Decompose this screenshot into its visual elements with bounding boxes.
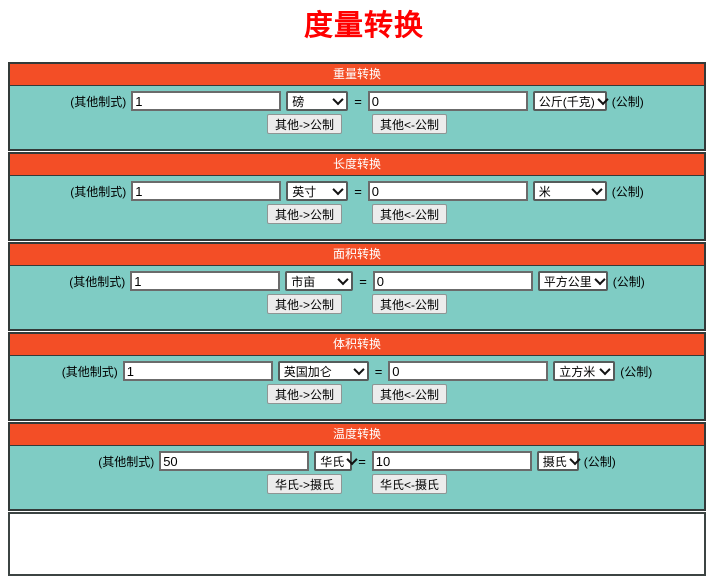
temperature-other-value-input[interactable] xyxy=(159,451,310,471)
section-temperature: 温度转换 (其他制式) 华氏 = 摄氏 (公制) 华氏->摄氏 华氏<-摄氏 xyxy=(8,422,706,511)
fahrenheit-to-celsius-button[interactable]: 华氏->摄氏 xyxy=(266,474,342,494)
area-other-system-label: (其他制式) xyxy=(69,274,126,289)
weight-metric-label: (公制) xyxy=(611,94,644,109)
area-other-value-input[interactable] xyxy=(130,271,281,291)
temperature-metric-value-input[interactable] xyxy=(371,451,532,471)
section-area: 面积转换 (其他制式) 市亩 = 平方公里 (公制) 其他->公制 其他<- xyxy=(8,242,706,331)
length-metric-unit-select[interactable]: 米 xyxy=(532,181,607,201)
fahrenheit-from-celsius-button[interactable]: 华氏<-摄氏 xyxy=(372,474,448,494)
temperature-other-unit-select[interactable]: 华氏 xyxy=(314,451,358,471)
volume-from-metric-button[interactable]: 其他<-公制 xyxy=(372,384,448,404)
chevron-down-icon xyxy=(337,273,349,286)
temperature-metric-label: (公制) xyxy=(583,454,616,469)
section-weight-body: (其他制式) 磅 = 公斤(千克) (公制) 其他->公制 其他<-公制 xyxy=(10,86,704,149)
section-volume-header: 体积转换 xyxy=(10,334,704,356)
volume-other-unit-value: 英国加仑 xyxy=(283,364,332,379)
weight-other-value-input[interactable] xyxy=(131,91,282,111)
area-metric-unit-select[interactable]: 平方公里 xyxy=(537,271,608,291)
temperature-other-system-label: (其他制式) xyxy=(98,454,155,469)
area-metric-value-input[interactable] xyxy=(372,271,533,291)
chevron-down-icon xyxy=(597,93,609,106)
length-other-unit-select[interactable]: 英寸 xyxy=(286,181,349,201)
converter-list: 重量转换 (其他制式) 磅 = 公斤(千克) (公制) 其他->公制 其他< xyxy=(0,62,728,576)
weight-other-unit-value: 磅 xyxy=(292,94,305,109)
chevron-down-icon xyxy=(346,453,358,466)
section-area-header: 面积转换 xyxy=(10,244,704,266)
area-metric-label: (公制) xyxy=(612,274,645,289)
chevron-down-icon xyxy=(332,183,344,196)
section-volume-body: (其他制式) 英国加仑 = 立方米 (公制) 其他->公制 其他<-公制 xyxy=(10,356,704,419)
title-bar: 度量转换 xyxy=(0,0,728,62)
chevron-down-icon xyxy=(594,273,606,286)
section-temperature-body: (其他制式) 华氏 = 摄氏 (公制) 华氏->摄氏 华氏<-摄氏 xyxy=(10,446,704,509)
length-other-system-label: (其他制式) xyxy=(70,184,127,199)
area-from-metric-button[interactable]: 其他<-公制 xyxy=(372,294,448,314)
length-other-unit-value: 英寸 xyxy=(292,184,317,199)
length-metric-unit-value: 米 xyxy=(538,184,551,199)
temperature-other-unit-value: 华氏 xyxy=(320,454,345,469)
volume-metric-value-input[interactable] xyxy=(388,361,549,381)
length-metric-label: (公制) xyxy=(611,184,644,199)
weight-metric-unit-select[interactable]: 公斤(千克) xyxy=(532,91,609,111)
empty-panel xyxy=(8,512,706,576)
temperature-metric-unit-value: 摄氏 xyxy=(542,454,567,469)
weight-metric-unit-value: 公斤(千克) xyxy=(538,94,595,109)
volume-other-unit-select[interactable]: 英国加仑 xyxy=(277,361,369,381)
section-length-header: 长度转换 xyxy=(10,154,704,176)
equals-sign: = xyxy=(354,183,362,199)
chevron-down-icon xyxy=(569,453,581,466)
length-to-metric-button[interactable]: 其他->公制 xyxy=(266,204,342,224)
length-metric-value-input[interactable] xyxy=(367,181,528,201)
equals-sign: = xyxy=(359,273,367,289)
chevron-down-icon xyxy=(353,363,365,376)
section-volume: 体积转换 (其他制式) 英国加仑 = 立方米 (公制) 其他->公制 其他< xyxy=(8,332,706,421)
length-other-value-input[interactable] xyxy=(131,181,282,201)
chevron-down-icon xyxy=(332,93,344,106)
volume-metric-label: (公制) xyxy=(620,364,653,379)
equals-sign: = xyxy=(374,363,383,379)
section-length: 长度转换 (其他制式) 英寸 = 米 (公制) 其他->公制 其他<-公制 xyxy=(8,152,706,241)
volume-metric-unit-value: 立方米 xyxy=(559,364,596,379)
weight-from-metric-button[interactable]: 其他<-公制 xyxy=(372,114,448,134)
equals-sign: = xyxy=(358,453,366,469)
area-other-unit-select[interactable]: 市亩 xyxy=(285,271,354,291)
equals-sign: = xyxy=(354,93,362,109)
section-temperature-header: 温度转换 xyxy=(10,424,704,446)
length-from-metric-button[interactable]: 其他<-公制 xyxy=(372,204,448,224)
section-area-body: (其他制式) 市亩 = 平方公里 (公制) 其他->公制 其他<-公制 xyxy=(10,266,704,329)
area-metric-unit-value: 平方公里 xyxy=(543,274,592,289)
weight-metric-value-input[interactable] xyxy=(367,91,528,111)
volume-metric-unit-select[interactable]: 立方米 xyxy=(553,361,616,381)
area-other-unit-value: 市亩 xyxy=(291,274,316,289)
volume-other-system-label: (其他制式) xyxy=(61,364,118,379)
chevron-down-icon xyxy=(599,363,611,376)
section-weight-header: 重量转换 xyxy=(10,64,704,86)
page-title: 度量转换 xyxy=(303,10,424,42)
section-weight: 重量转换 (其他制式) 磅 = 公斤(千克) (公制) 其他->公制 其他< xyxy=(8,62,706,151)
area-to-metric-button[interactable]: 其他->公制 xyxy=(266,294,342,314)
volume-other-value-input[interactable] xyxy=(122,361,273,381)
volume-to-metric-button[interactable]: 其他->公制 xyxy=(266,384,342,404)
chevron-down-icon xyxy=(591,183,603,196)
weight-to-metric-button[interactable]: 其他->公制 xyxy=(266,114,342,134)
weight-other-system-label: (其他制式) xyxy=(70,94,127,109)
weight-other-unit-select[interactable]: 磅 xyxy=(286,91,349,111)
temperature-metric-unit-select[interactable]: 摄氏 xyxy=(536,451,581,471)
section-length-body: (其他制式) 英寸 = 米 (公制) 其他->公制 其他<-公制 xyxy=(10,176,704,239)
